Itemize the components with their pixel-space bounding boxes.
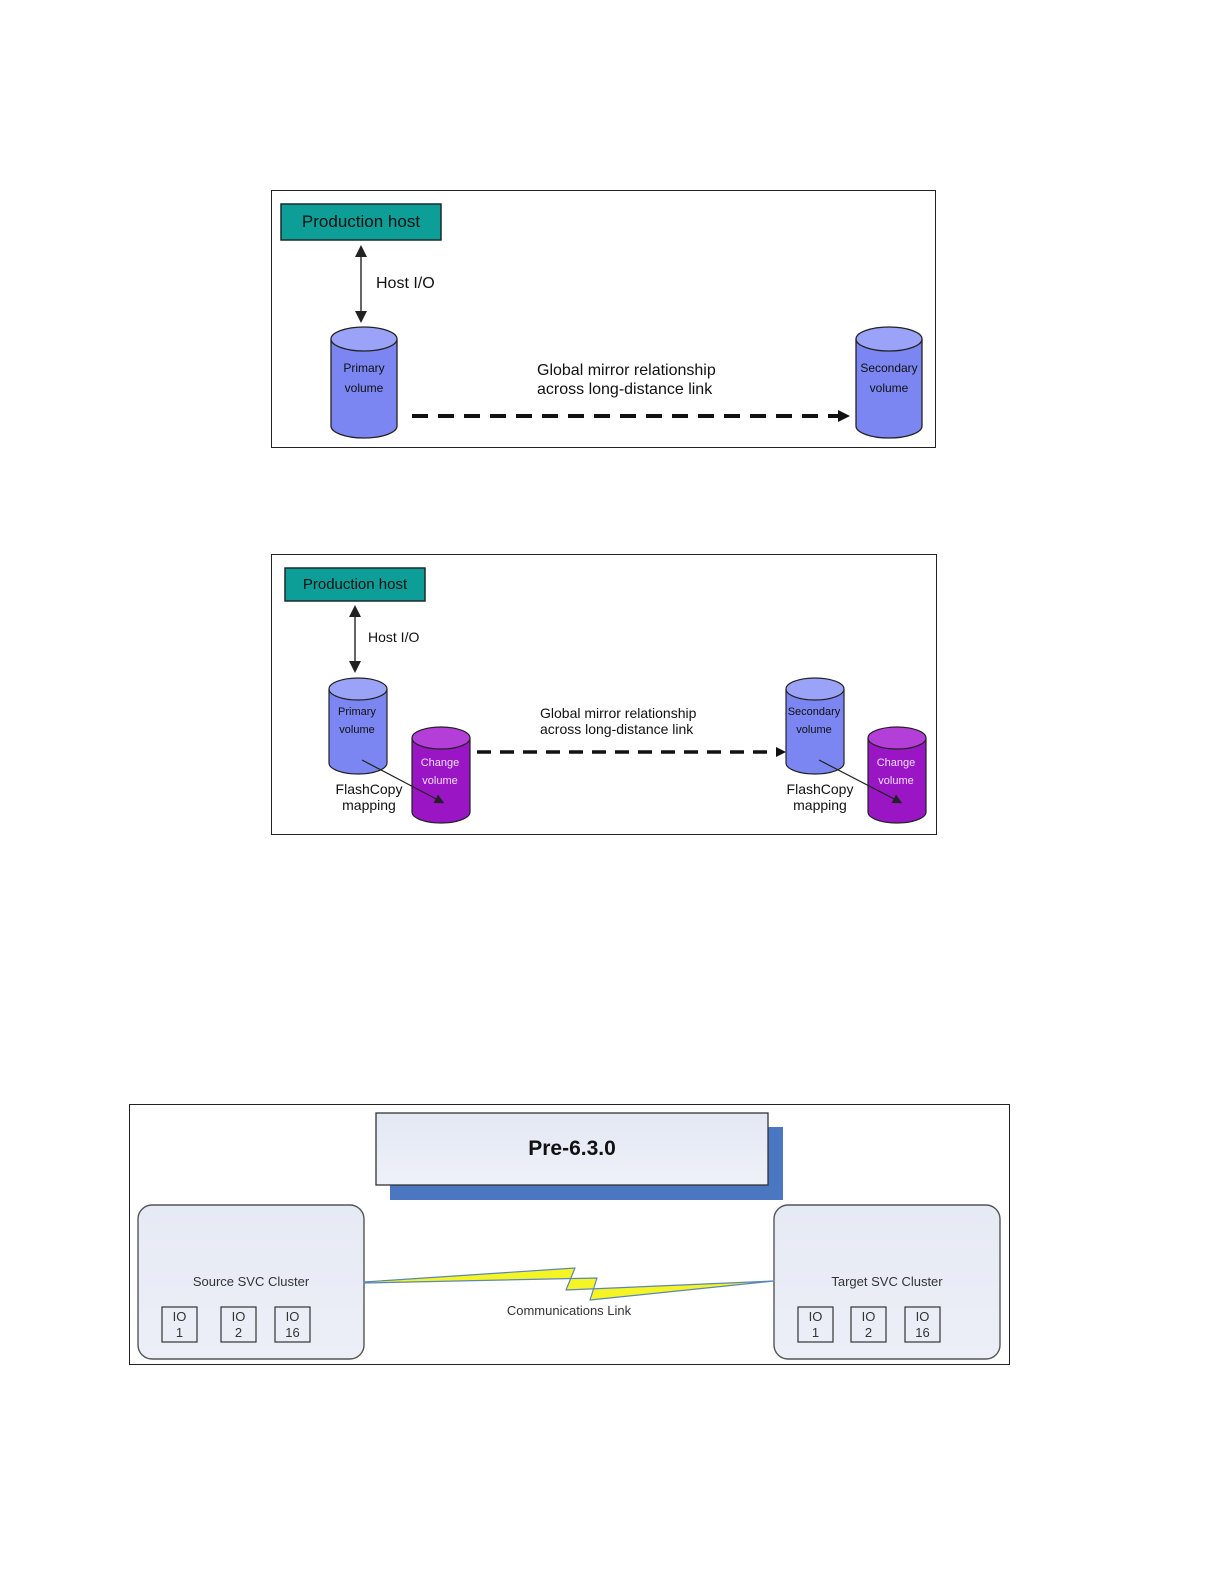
svg-text:IO: IO <box>173 1309 187 1324</box>
production-host-label: Production host <box>302 212 420 231</box>
production-host-box: Production host <box>280 203 442 241</box>
primary-volume-label-2: volume <box>345 381 384 395</box>
flashcopy-right-label-2: mapping <box>793 797 847 813</box>
figure-pre-630-clusters: Pre-6.3.0 Source SVC Cluster IO 1 IO 2 I… <box>129 1104 1010 1365</box>
svg-text:2: 2 <box>235 1325 242 1340</box>
secondary-volume-cylinder: Secondary volume <box>785 677 845 775</box>
mirror-label-line-1: Global mirror relationship <box>540 705 697 721</box>
figure-change-volumes-svg: Production host Host I/O Primary volume … <box>284 567 927 824</box>
change-volume-left-label-1: Change <box>421 757 460 769</box>
figure-global-mirror-svg: Production host Host I/O Primary volume … <box>280 203 923 439</box>
svg-text:IO: IO <box>286 1309 300 1324</box>
secondary-volume-label-2: volume <box>870 381 909 395</box>
change-volume-right-cylinder: Change volume <box>867 726 927 824</box>
target-cluster: Target SVC Cluster IO 1 IO 2 IO 16 <box>773 1204 1001 1360</box>
title-panel <box>375 1112 769 1186</box>
target-io-group-2: IO 2 <box>850 1306 887 1343</box>
primary-volume-cylinder: Primary volume <box>328 677 388 775</box>
mirror-label-line-1: Global mirror relationship <box>537 362 716 379</box>
secondary-volume-label-2: volume <box>796 724 831 736</box>
secondary-volume-label-1: Secondary <box>860 361 917 375</box>
production-host-label: Production host <box>303 576 408 593</box>
production-host-box: Production host <box>284 567 426 602</box>
svg-text:2: 2 <box>865 1325 872 1340</box>
flashcopy-left-arrow <box>361 759 445 804</box>
source-io-group-16: IO 16 <box>274 1306 311 1343</box>
change-volume-left-cylinder: Change volume <box>411 726 471 824</box>
source-cluster-label: Source SVC Cluster <box>193 1274 310 1289</box>
source-cluster: Source SVC Cluster IO 1 IO 2 IO 16 <box>137 1204 365 1360</box>
global-mirror-arrowhead-icon <box>838 410 850 422</box>
flashcopy-right-arrow <box>818 759 903 804</box>
communications-link-bolt-icon <box>363 1267 775 1301</box>
target-io-group-16: IO 16 <box>904 1306 941 1343</box>
svg-text:16: 16 <box>915 1325 929 1340</box>
svg-text:IO: IO <box>809 1309 823 1324</box>
primary-volume-label-1: Primary <box>338 706 376 718</box>
secondary-volume-label-1: Secondary <box>788 706 841 718</box>
figure-clusters-svg: Pre-6.3.0 Source SVC Cluster IO 1 IO 2 I… <box>137 1112 1001 1360</box>
communications-link-label: Communications Link <box>507 1303 632 1318</box>
change-volume-right-label-1: Change <box>877 757 916 769</box>
figure-global-mirror-change-volumes: Production host Host I/O Primary volume … <box>271 554 937 835</box>
mirror-label-line-2: across long-distance link <box>537 381 713 398</box>
flashcopy-left-label-2: mapping <box>342 797 396 813</box>
primary-volume-label-2: volume <box>339 724 374 736</box>
title-text: Pre-6.3.0 <box>528 1137 616 1160</box>
svg-text:IO: IO <box>862 1309 876 1324</box>
flashcopy-left-label-1: FlashCopy <box>336 781 403 797</box>
primary-volume-label-1: Primary <box>343 361 384 375</box>
svg-text:IO: IO <box>916 1309 930 1324</box>
host-io-label: Host I/O <box>376 275 435 292</box>
flashcopy-right-label-1: FlashCopy <box>787 781 854 797</box>
host-io-label: Host I/O <box>368 629 419 645</box>
svg-text:1: 1 <box>176 1325 183 1340</box>
global-mirror-arrowhead-icon <box>776 747 786 757</box>
source-io-group-1: IO 1 <box>161 1306 198 1343</box>
source-io-group-2: IO 2 <box>220 1306 257 1343</box>
secondary-volume-cylinder: Secondary volume <box>855 326 923 439</box>
svg-text:IO: IO <box>232 1309 246 1324</box>
primary-volume-cylinder: Primary volume <box>330 326 398 439</box>
target-cluster-label: Target SVC Cluster <box>831 1274 943 1289</box>
mirror-label-line-2: across long-distance link <box>540 721 694 737</box>
target-io-group-1: IO 1 <box>797 1306 834 1343</box>
figure-global-mirror: Production host Host I/O Primary volume … <box>271 190 936 448</box>
change-volume-right-label-2: volume <box>878 775 913 787</box>
change-volume-left-label-2: volume <box>422 775 457 787</box>
svg-text:16: 16 <box>285 1325 299 1340</box>
svg-text:1: 1 <box>812 1325 819 1340</box>
